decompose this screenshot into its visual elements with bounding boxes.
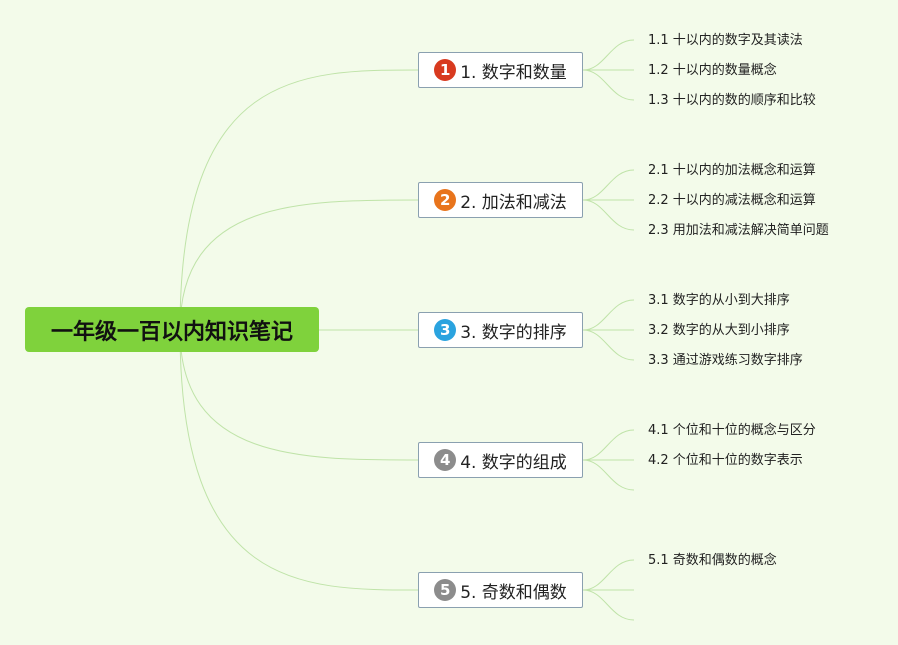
branch-node-4[interactable]: 4 4. 数字的组成 xyxy=(418,442,583,478)
leaf-2-1[interactable]: 2.1 十以内的加法概念和运算 xyxy=(648,163,816,178)
branch-label-4: 4. 数字的组成 xyxy=(460,452,567,473)
leaf-4-2[interactable]: 4.2 个位和十位的数字表示 xyxy=(648,453,803,468)
leaf-1-3[interactable]: 1.3 十以内的数的顺序和比较 xyxy=(648,93,816,108)
branch-label-5: 5. 奇数和偶数 xyxy=(460,582,567,603)
leaf-2-2[interactable]: 2.2 十以内的减法概念和运算 xyxy=(648,193,816,208)
leaf-4-1[interactable]: 4.1 个位和十位的概念与区分 xyxy=(648,423,816,438)
branch-label-3: 3. 数字的排序 xyxy=(460,322,567,343)
leaf-1-1[interactable]: 1.1 十以内的数字及其读法 xyxy=(648,33,803,48)
leaf-3-3[interactable]: 3.3 通过游戏练习数字排序 xyxy=(648,353,803,368)
number-3-badge-icon: 3 xyxy=(434,319,457,341)
branch-node-1[interactable]: 1 1. 数字和数量 xyxy=(418,52,583,88)
leaf-1-2[interactable]: 1.2 十以内的数量概念 xyxy=(648,63,777,78)
number-5-badge-icon: 5 xyxy=(434,579,457,601)
leaf-3-1[interactable]: 3.1 数字的从小到大排序 xyxy=(648,293,790,308)
branch-label-2: 2. 加法和减法 xyxy=(460,192,567,213)
leaf-3-2[interactable]: 3.2 数字的从大到小排序 xyxy=(648,323,790,338)
number-1-badge-icon: 1 xyxy=(434,59,457,81)
root-node[interactable]: 一年级一百以内知识笔记 xyxy=(25,307,319,352)
root-label: 一年级一百以内知识笔记 xyxy=(50,319,293,345)
number-2-badge-icon: 2 xyxy=(434,189,457,211)
number-4-badge-icon: 4 xyxy=(434,449,457,471)
branch-node-2[interactable]: 2 2. 加法和减法 xyxy=(418,182,583,218)
branch-node-5[interactable]: 5 5. 奇数和偶数 xyxy=(418,572,583,608)
branch-label-1: 1. 数字和数量 xyxy=(460,62,567,83)
leaf-5-1[interactable]: 5.1 奇数和偶数的概念 xyxy=(648,553,777,568)
leaf-2-3[interactable]: 2.3 用加法和减法解决简单问题 xyxy=(648,223,829,238)
branch-node-3[interactable]: 3 3. 数字的排序 xyxy=(418,312,583,348)
